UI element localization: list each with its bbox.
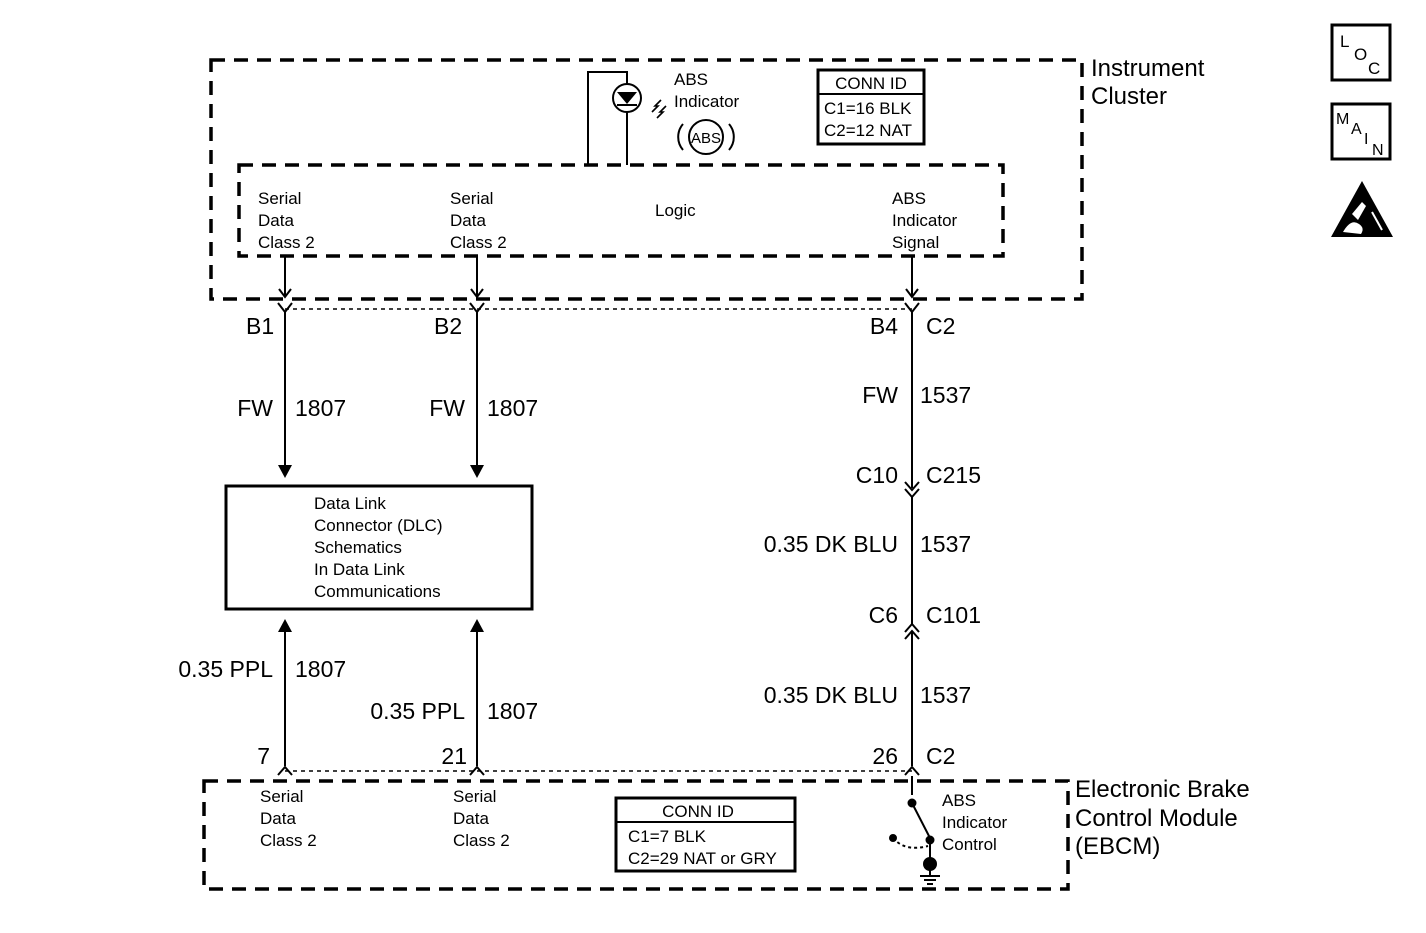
ebcm-box [202,779,1070,891]
main-icon[interactable]: M A I N [1330,102,1392,161]
logic-box [237,163,1005,258]
main-letter-i: I [1364,131,1368,148]
wire-right-splice1-conn: C215 [926,462,981,488]
wire-middle-bottom-circuit: 1807 [487,698,538,724]
wire-right-seg3-circuit: 1537 [920,682,971,708]
wire-left-bottom-color: 0.35 PPL [178,656,273,682]
ebcm-title-line3: (EBCM) [1075,833,1160,860]
wire-right-bottom-pin: 26 [872,743,898,769]
wire-right [904,302,920,795]
ebcm-serial2-line3: Class 2 [453,831,510,850]
ic-serial1-line3: Class 2 [258,233,315,252]
main-letter-a: A [1351,121,1362,138]
ebcm-title-line2: Control Module [1075,805,1238,832]
instrument-cluster-box [209,58,1084,301]
ic-serial2-line2: Data [450,211,486,230]
wire-right-seg2-circuit: 1537 [920,531,971,557]
ebcm-conn-id-box [614,796,797,873]
ebcm-serial2-line1: Serial [453,787,496,806]
wire-left-bottom-pin: 7 [257,743,270,769]
loc-letter-l: L [1340,32,1349,51]
wire-right-splice2-pin: C6 [869,602,898,628]
wire-middle-top-color: FW [429,395,465,421]
wire-left-bottom-circuit: 1807 [295,656,346,682]
abs-lamp-circuit [587,71,667,165]
ic-serial2-line3: Class 2 [450,233,507,252]
ic-conn-id-box [816,68,926,146]
dlc-line3: Schematics [314,538,402,557]
ic-conn-id-header: CONN ID [835,74,907,93]
ebcm-serial1-line2: Data [260,809,296,828]
ebcm-abs-control-line3: Control [942,835,997,854]
wire-left [277,302,293,776]
ebcm-conn-id-c1: C1=7 BLK [628,827,707,846]
loc-letter-o: O [1354,45,1367,64]
wire-right-bottom-conn: C2 [926,743,955,769]
wire-right-seg1-color: FW [862,382,898,408]
wire-right-splice1-pin: C10 [856,462,898,488]
dlc-line1: Data Link [314,494,386,513]
wire-middle-top-pin: B2 [434,313,462,339]
ic-serial1-line2: Data [258,211,294,230]
wire-middle-bottom-color: 0.35 PPL [370,698,465,724]
wire-middle-bottom-pin: 21 [441,743,467,769]
ground-icon [920,857,940,885]
ebcm-serial1-line3: Class 2 [260,831,317,850]
wire-middle-top-circuit: 1807 [487,395,538,421]
instrument-cluster-title-line1: Instrument [1091,55,1205,82]
abs-lamp-text: ABS [691,130,721,147]
ic-abs-signal-line1: ABS [892,189,926,208]
abs-indicator-label-line2: Indicator [674,92,740,111]
main-letter-n: N [1372,142,1384,159]
ebcm-serial1-line1: Serial [260,787,303,806]
ebcm-abs-control-line1: ABS [942,791,976,810]
dlc-line4: In Data Link [314,560,405,579]
ic-serial2-line1: Serial [450,189,493,208]
ic-abs-signal-line3: Signal [892,233,939,252]
wire-middle [469,302,485,776]
ebcm-abs-control-line2: Indicator [942,813,1008,832]
esd-warning-icon [1331,181,1393,237]
main-letter-m: M [1336,111,1349,128]
light-emission-icon [651,99,667,119]
ic-abs-signal-line2: Indicator [892,211,958,230]
ic-conn-id-c2: C2=12 NAT [824,121,912,140]
ic-serial1-line1: Serial [258,189,301,208]
dlc-line2: Connector (DLC) [314,516,443,535]
wire-left-top-circuit: 1807 [295,395,346,421]
ebcm-conn-id-header: CONN ID [662,802,734,821]
ebcm-serial2-line2: Data [453,809,489,828]
ebcm-conn-id-c2: C2=29 NAT or GRY [628,849,777,868]
dlc-box [224,484,534,611]
abs-control-switch [889,798,935,860]
wire-right-splice2-conn: C101 [926,602,981,628]
ic-internal-leads [278,256,919,299]
wire-right-seg3-color: 0.35 DK BLU [764,682,898,708]
instrument-cluster-title-line2: Cluster [1091,83,1167,110]
ebcm-title-line1: Electronic Brake [1075,776,1250,803]
wire-right-top-conn: C2 [926,313,955,339]
ic-conn-id-c1: C1=16 BLK [824,99,912,118]
wire-left-top-color: FW [237,395,273,421]
wire-right-seg2-color: 0.35 DK BLU [764,531,898,557]
abs-lamp-icon: ABS [677,119,735,155]
logic-label: Logic [655,201,696,220]
wire-right-seg1-circuit: 1537 [920,382,971,408]
loc-icon[interactable]: L O C [1330,23,1392,82]
dlc-line5: Communications [314,582,441,601]
wire-right-top-pin: B4 [870,313,898,339]
abs-indicator-label-line1: ABS [674,70,708,89]
wire-left-top-pin: B1 [246,313,274,339]
loc-letter-c: C [1368,59,1380,78]
